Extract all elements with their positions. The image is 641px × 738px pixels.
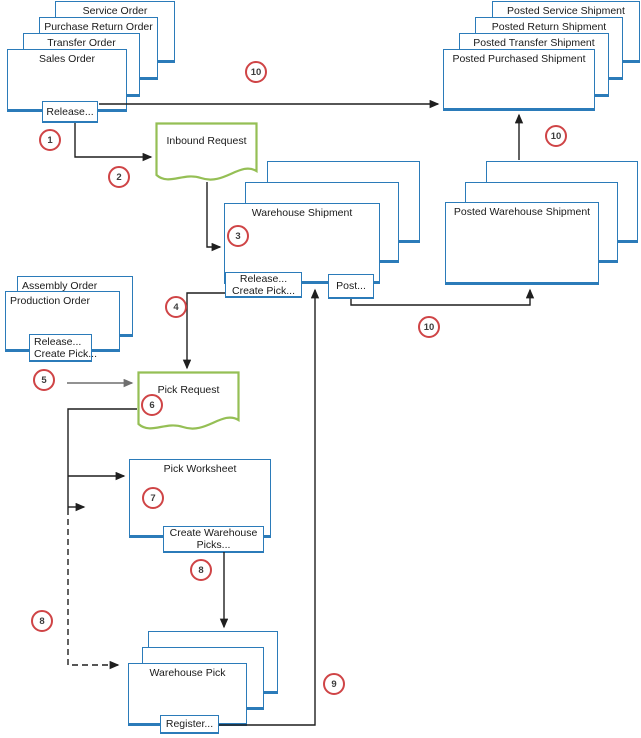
- step-circle-3: 3: [227, 225, 249, 247]
- button-po-release-create-pick: Release... Create Pick...: [29, 334, 97, 362]
- step-circle-10-top: 10: [245, 61, 267, 83]
- create-warehouse-picks-line2: Picks...: [196, 539, 231, 551]
- node-inbound-request: Inbound Request: [155, 122, 258, 188]
- line-pick-request-branch: [67, 408, 137, 509]
- step-circle-2: 2: [108, 166, 130, 188]
- node-posted-purchased-shipment: Posted Purchased Shipment: [443, 49, 595, 111]
- arrow-dashed-to-warehouse-pick: [67, 509, 120, 670]
- arrow-create-pick-to-pick-request: [182, 292, 225, 370]
- node-posted-warehouse-shipment: Posted Warehouse Shipment: [445, 202, 599, 285]
- step-circle-4: 4: [165, 296, 187, 318]
- step-circle-6: 6: [141, 394, 163, 416]
- po-release-label: Release...: [34, 335, 82, 348]
- button-ws-post: Post...: [328, 274, 374, 299]
- step-circle-8-bypass: 8: [31, 610, 53, 632]
- inbound-request-label: Inbound Request: [166, 135, 247, 147]
- pick-request-label: Pick Request: [157, 384, 220, 396]
- step-circle-5: 5: [33, 369, 55, 391]
- arrow-release-to-inbound-request: [74, 123, 153, 162]
- arrow-inbound-to-warehouse-shipment: [206, 182, 222, 252]
- create-warehouse-picks-line1: Create Warehouse: [169, 527, 258, 539]
- ws-release-label: Release...: [239, 272, 288, 285]
- step-circle-9: 9: [323, 673, 345, 695]
- step-circle-8-worksheet: 8: [190, 559, 212, 581]
- step-circle-10-right: 10: [545, 125, 567, 147]
- step-circle-7: 7: [142, 487, 164, 509]
- button-ws-release-create-pick: Release... Create Pick...: [225, 272, 302, 298]
- step-circle-10-middle: 10: [418, 316, 440, 338]
- ws-create-pick-label: Create Pick...: [231, 284, 296, 297]
- ws-post-label: Post...: [336, 280, 366, 292]
- button-sales-release-label: Release...: [46, 105, 94, 118]
- step-circle-1: 1: [39, 129, 61, 151]
- po-create-pick-label: Create Pick...: [34, 347, 98, 360]
- button-create-warehouse-picks: Create Warehouse Picks...: [163, 526, 264, 553]
- button-register: Register...: [160, 715, 219, 734]
- register-label: Register...: [165, 718, 214, 730]
- arrow-post-to-posted-warehouse-shipment: [350, 288, 535, 306]
- document-shape: [155, 122, 258, 181]
- node-warehouse-shipment: Warehouse Shipment: [224, 203, 380, 284]
- button-sales-release: Release...: [42, 101, 98, 123]
